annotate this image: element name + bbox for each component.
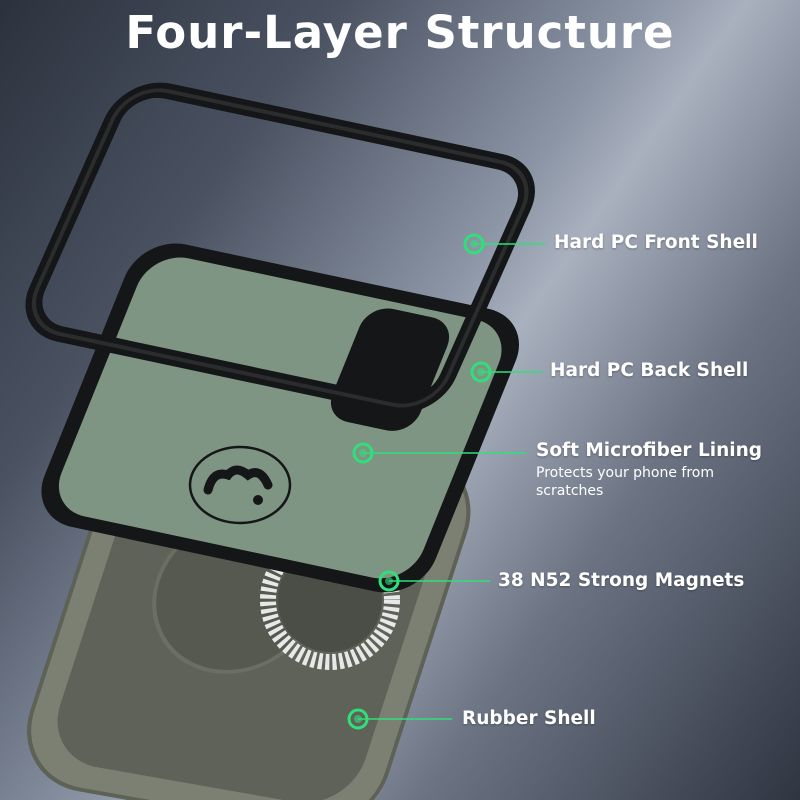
callout-rubber-shell: Rubber Shell (462, 708, 596, 729)
marker-icon (463, 233, 485, 255)
marker-icon (352, 442, 374, 464)
page-title: Four-Layer Structure (125, 6, 675, 59)
brand-logo (188, 445, 292, 525)
callout-microfiber-lining: Soft Microfiber Lining (536, 440, 763, 461)
marker-icon (347, 708, 369, 730)
callout-markers (347, 233, 492, 730)
callout-magnets: 38 N52 Strong Magnets (498, 570, 745, 591)
marker-icon (470, 361, 492, 383)
callout-back-shell: Hard PC Back Shell (550, 360, 749, 381)
back-shell (41, 243, 519, 593)
marker-icon (378, 570, 400, 592)
callout-front-shell: Hard PC Front Shell (554, 232, 758, 253)
callout-microfiber-description: Protects your phone from scratches (536, 465, 715, 499)
front-shell (25, 82, 535, 414)
